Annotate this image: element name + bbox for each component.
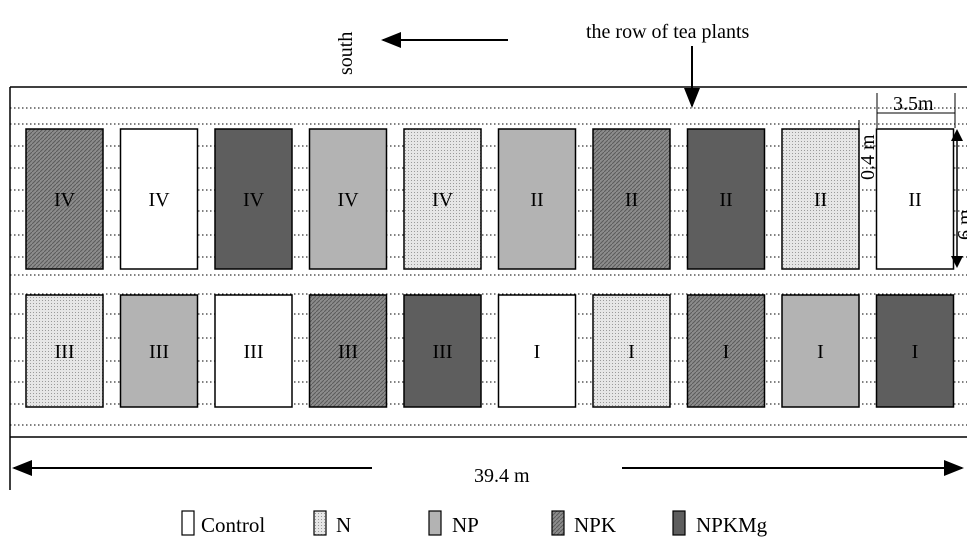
plot-box xyxy=(25,128,104,270)
plot-length-arrow-bottom xyxy=(951,256,963,268)
plot-box xyxy=(25,294,104,408)
legend-label: Control xyxy=(201,513,265,537)
plot: II xyxy=(497,128,577,270)
plot-block-label: III xyxy=(433,341,453,363)
plot: III xyxy=(25,294,104,408)
legend-label: NPKMg xyxy=(696,513,768,537)
plot: III xyxy=(308,294,388,408)
plot: IV xyxy=(119,128,199,270)
legend-item: N xyxy=(313,510,351,537)
plot-block-label: IV xyxy=(54,189,76,211)
legend-item: NP xyxy=(428,510,479,537)
legend-item: NPK xyxy=(551,510,616,537)
plot-block-label: I xyxy=(628,341,635,363)
plot-box xyxy=(781,128,860,270)
plot-box xyxy=(403,128,482,270)
legend-swatch xyxy=(181,510,195,536)
plot: I xyxy=(875,294,955,408)
plot-block-label: IV xyxy=(432,189,454,211)
plot: I xyxy=(497,294,577,408)
plot: IV xyxy=(25,128,104,270)
plot-block-label: II xyxy=(908,189,921,211)
plot-box xyxy=(214,128,293,270)
plot: IV xyxy=(214,128,293,270)
plot-box xyxy=(875,294,955,408)
plot: I xyxy=(686,294,766,408)
plot-box xyxy=(403,294,482,408)
legend-swatch xyxy=(428,510,442,536)
plot-box xyxy=(308,294,388,408)
legend-item: Control xyxy=(181,510,265,537)
plot-block-label: III xyxy=(55,341,75,363)
plot-box xyxy=(686,294,766,408)
gap-label: 0.4 m xyxy=(857,134,879,180)
field-length-label: 39.4 m xyxy=(474,465,530,487)
plot-box xyxy=(592,294,671,408)
plot: III xyxy=(403,294,482,408)
plot: I xyxy=(781,294,860,408)
legend-label: N xyxy=(336,513,351,537)
plot-block-label: I xyxy=(912,341,919,363)
plot: II xyxy=(592,128,671,270)
plot-box xyxy=(497,128,577,270)
plot-block-label: III xyxy=(338,341,358,363)
plot: IV xyxy=(403,128,482,270)
plot-block-label: II xyxy=(719,189,732,211)
plot: I xyxy=(592,294,671,408)
plot-length-arrow-top xyxy=(951,129,963,141)
plot: II xyxy=(781,128,860,270)
plot: III xyxy=(214,294,293,408)
plot: II xyxy=(875,128,955,270)
plot-block-label: IV xyxy=(243,189,265,211)
plot: IV xyxy=(308,128,388,270)
plot-box xyxy=(119,294,199,408)
plot-width-label: 3.5m xyxy=(893,93,934,115)
plot-block-label: I xyxy=(817,341,824,363)
plot: III xyxy=(119,294,199,408)
plot-box xyxy=(497,294,577,408)
legend: Control N NP NPK NPKMg xyxy=(181,510,768,537)
plot-box xyxy=(308,128,388,270)
plot-block-label: I xyxy=(534,341,541,363)
plot-box xyxy=(781,294,860,408)
south-label: south xyxy=(335,32,357,75)
plot-block-label: IV xyxy=(148,189,170,211)
plot-box xyxy=(214,294,293,408)
legend-swatch xyxy=(313,510,327,536)
plot-box xyxy=(875,128,955,270)
plot-block-label: I xyxy=(723,341,730,363)
legend-swatch xyxy=(672,510,686,536)
legend-label: NPK xyxy=(574,513,616,537)
plot-block-label: II xyxy=(814,189,827,211)
plot-block-label: III xyxy=(149,341,169,363)
plot-block-label: IV xyxy=(337,189,359,211)
plot-length-label: 6 m xyxy=(954,209,967,240)
row-label: the row of tea plants xyxy=(586,21,749,43)
plot-block-label: III xyxy=(244,341,264,363)
plot-box xyxy=(592,128,671,270)
legend-item: NPKMg xyxy=(672,510,768,537)
plot: II xyxy=(686,128,766,270)
plot-box xyxy=(119,128,199,270)
legend-swatch xyxy=(551,510,565,536)
plot-block-label: II xyxy=(625,189,638,211)
plot-block-label: II xyxy=(530,189,543,211)
legend-label: NP xyxy=(452,513,479,537)
plot-box xyxy=(686,128,766,270)
